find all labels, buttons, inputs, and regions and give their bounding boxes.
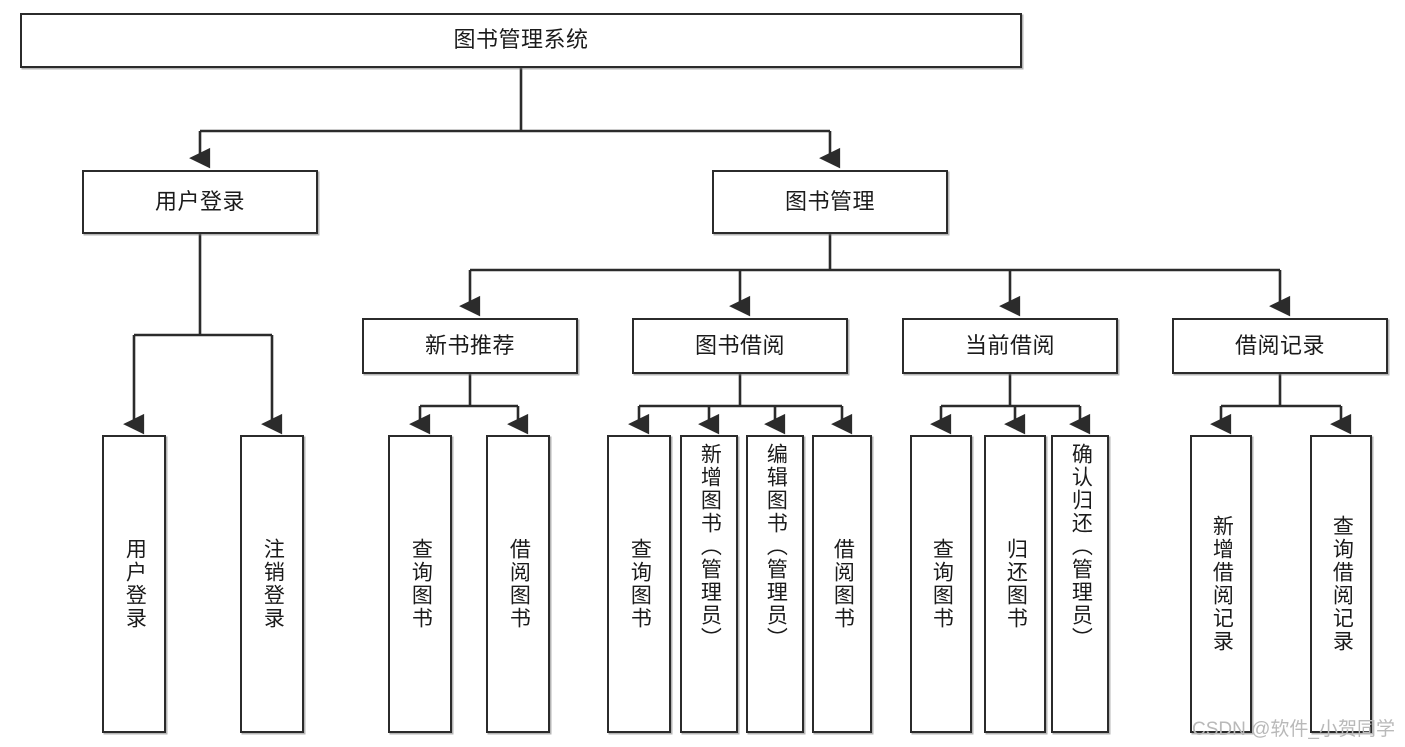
node-leaf-query-book-rec-label: 查询图书 — [409, 538, 433, 630]
node-leaf-query-record-label: 查询借阅记录 — [1330, 515, 1354, 653]
node-leaf-borrow-book-borrow[interactable]: 借阅图书 — [812, 435, 872, 733]
node-leaf-logout[interactable]: 注销登录 — [240, 435, 304, 733]
node-leaf-borrow-book-rec-label: 借阅图书 — [507, 538, 531, 630]
node-book-borrow[interactable]: 图书借阅 — [632, 318, 848, 374]
node-book-manage-label: 图书管理 — [784, 188, 875, 214]
node-leaf-confirm-return-label: 确认归还（管理员） — [1069, 443, 1093, 650]
node-leaf-user-login-label: 用户登录 — [123, 538, 147, 630]
node-leaf-add-book-label: 新增图书（管理员） — [698, 443, 722, 650]
node-leaf-query-book-rec[interactable]: 查询图书 — [388, 435, 452, 733]
node-leaf-borrow-book-borrow-label: 借阅图书 — [831, 538, 855, 630]
node-new-book-rec-label: 新书推荐 — [424, 332, 515, 358]
node-root-label: 图书管理系统 — [453, 27, 589, 53]
node-current-borrow-label: 当前借阅 — [964, 332, 1055, 358]
node-leaf-return-book-label: 归还图书 — [1004, 538, 1028, 630]
node-leaf-add-record[interactable]: 新增借阅记录 — [1190, 435, 1252, 733]
node-leaf-query-record[interactable]: 查询借阅记录 — [1310, 435, 1372, 733]
node-book-manage[interactable]: 图书管理 — [712, 170, 948, 234]
node-leaf-logout-label: 注销登录 — [261, 538, 285, 630]
node-book-borrow-label: 图书借阅 — [694, 332, 785, 358]
node-leaf-add-record-label: 新增借阅记录 — [1210, 515, 1234, 653]
node-leaf-add-book[interactable]: 新增图书（管理员） — [680, 435, 738, 733]
node-leaf-edit-book[interactable]: 编辑图书（管理员） — [746, 435, 804, 733]
node-current-borrow[interactable]: 当前借阅 — [902, 318, 1118, 374]
node-leaf-borrow-book-rec[interactable]: 借阅图书 — [486, 435, 550, 733]
node-borrow-record[interactable]: 借阅记录 — [1172, 318, 1388, 374]
node-leaf-edit-book-label: 编辑图书（管理员） — [764, 443, 788, 650]
node-user-login[interactable]: 用户登录 — [82, 170, 318, 234]
node-leaf-user-login[interactable]: 用户登录 — [102, 435, 166, 733]
node-leaf-query-book-current[interactable]: 查询图书 — [910, 435, 972, 733]
csdn-watermark: CSDN @软件_小贺同学 — [1192, 719, 1395, 740]
node-leaf-confirm-return[interactable]: 确认归还（管理员） — [1051, 435, 1109, 733]
node-leaf-query-book-borrow-label: 查询图书 — [628, 538, 652, 630]
node-root[interactable]: 图书管理系统 — [20, 13, 1022, 68]
node-user-login-label: 用户登录 — [154, 188, 245, 214]
node-borrow-record-label: 借阅记录 — [1234, 332, 1325, 358]
node-new-book-rec[interactable]: 新书推荐 — [362, 318, 578, 374]
node-leaf-return-book[interactable]: 归还图书 — [984, 435, 1046, 733]
node-leaf-query-book-borrow[interactable]: 查询图书 — [607, 435, 671, 733]
node-leaf-query-book-current-label: 查询图书 — [930, 538, 954, 630]
